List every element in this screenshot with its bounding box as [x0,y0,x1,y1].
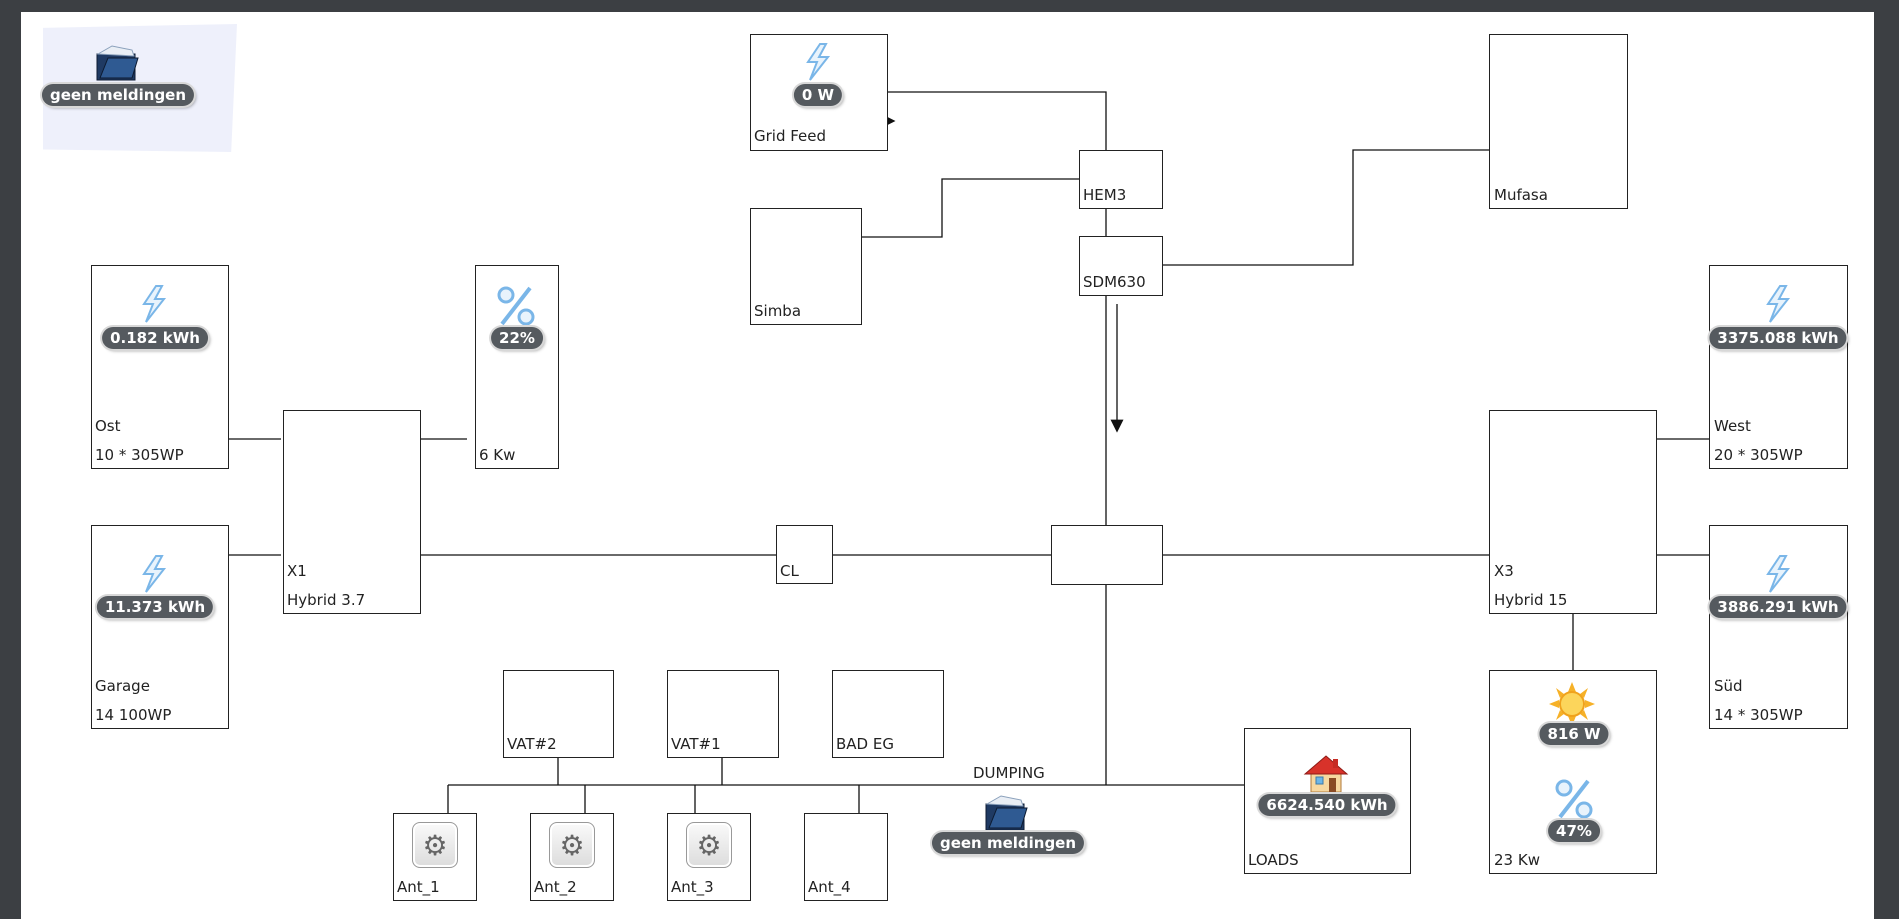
cl-box[interactable] [776,525,833,584]
cl-label: CL [780,562,799,580]
sun-icon [1549,682,1595,730]
garage-spec: 14 100WP [95,706,172,724]
ant4-label: Ant_4 [808,878,851,896]
lightning-icon [1760,554,1796,598]
twentythree-kw-label: 23 Kw [1494,851,1540,869]
loads-value: 6624.540 kWh [1258,794,1396,816]
junction-box[interactable] [1051,525,1163,585]
sdm630-label: SDM630 [1083,273,1146,291]
x3-spec: Hybrid 15 [1494,591,1568,609]
lightning-icon [136,284,172,328]
dumping-notification-badge[interactable]: geen meldingen [931,832,1085,854]
ant4-box[interactable] [804,813,888,901]
folder-notification-icon[interactable] [94,42,140,86]
line-gridfeed-hem3 [887,91,1107,150]
grid-feed-label: Grid Feed [754,127,827,145]
gears-icon[interactable]: ⚙ [549,822,595,868]
bad-eg-box[interactable] [832,670,944,758]
hem3-label: HEM3 [1083,186,1127,204]
notification-badge[interactable]: geen meldingen [41,84,195,106]
six-kw-value: 22% [491,327,543,349]
loads-label: LOADS [1248,851,1299,869]
sud-value: 3886.291 kWh [1709,596,1847,618]
lightning-icon [136,554,172,598]
vat1-box[interactable] [667,670,779,758]
ost-value: 0.182 kWh [102,327,208,349]
sud-label: Süd [1714,677,1743,695]
dumping-label: DUMPING [973,764,1045,782]
bad-eg-label: BAD EG [836,735,894,753]
ant1-label: Ant_1 [397,878,440,896]
west-label: West [1714,417,1751,435]
garage-value: 11.373 kWh [96,596,214,618]
house-icon [1303,754,1349,798]
garage-label: Garage [95,677,150,695]
west-value: 3375.088 kWh [1709,327,1847,349]
ost-spec: 10 * 305WP [95,446,184,464]
x3-percent-value: 47% [1548,820,1600,842]
gears-icon[interactable]: ⚙ [686,822,732,868]
folder-notification-icon[interactable] [983,792,1029,836]
x1-label: X1 [287,562,307,580]
mufasa-box[interactable] [1489,34,1628,209]
mufasa-label: Mufasa [1494,186,1548,204]
line-simba-hem3 [861,178,1080,238]
west-spec: 20 * 305WP [1714,446,1803,464]
vat1-label: VAT#1 [671,735,721,753]
ost-label: Ost [95,417,121,435]
x3-solar-value: 816 W [1539,723,1609,745]
x1-box[interactable] [283,410,421,614]
lightning-icon [1760,284,1796,328]
vat2-box[interactable] [503,670,614,758]
hem3-box[interactable] [1079,150,1163,209]
x3-label: X3 [1494,562,1514,580]
six-kw-label: 6 Kw [479,446,516,464]
percent-icon [1552,777,1596,825]
simba-label: Simba [754,302,802,320]
simba-box[interactable] [750,208,862,325]
sud-spec: 14 * 305WP [1714,706,1803,724]
percent-icon [494,284,538,332]
ant2-label: Ant_2 [534,878,577,896]
ant3-label: Ant_3 [671,878,714,896]
grid-feed-value: 0 W [793,84,843,106]
vat2-label: VAT#2 [507,735,557,753]
x3-box[interactable] [1489,410,1657,614]
six-kw-box[interactable] [475,265,559,469]
connection-lines [227,91,1710,813]
lightning-icon [800,42,836,86]
line-sdm630-mufasa [1162,149,1490,266]
diagram-canvas: geen meldingen 0 W Grid Feed HEM3 SDM630… [21,12,1874,919]
x1-spec: Hybrid 3.7 [287,591,366,609]
gears-icon[interactable]: ⚙ [412,822,458,868]
sdm630-box[interactable] [1079,236,1163,296]
